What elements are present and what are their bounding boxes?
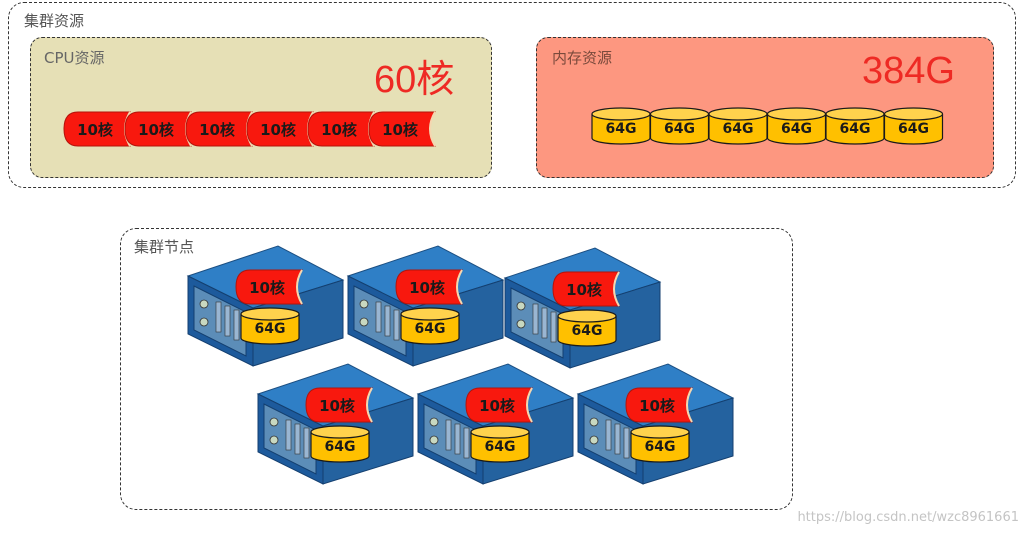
server-6-mem: 64G (630, 425, 690, 463)
server-node-2: 10核 64G (346, 245, 505, 367)
cluster-resources-title: 集群资源 (24, 12, 85, 30)
cpu-chip-1-label: 10核 (77, 121, 113, 139)
memory-disk-4: 64G (766, 107, 827, 145)
server-3-cpu: 10核 (552, 271, 620, 307)
server-1-mem-label: 64G (255, 321, 286, 337)
server-5-cpu: 10核 (465, 387, 533, 423)
memory-disk-2: 64G (649, 107, 710, 145)
server-4-mem: 64G (310, 425, 370, 463)
server-6-mem-label: 64G (645, 439, 676, 455)
memory-disk-1: 64G (591, 107, 651, 145)
server-node-1: 10核 64G (186, 245, 345, 367)
memory-disks: 64G 64G 64G 64G 64G 64G (591, 107, 944, 145)
cpu-chip-4-label: 10核 (260, 121, 296, 139)
server-2-mem: 64G (400, 307, 460, 345)
server-5-cpu-label: 10核 (479, 397, 515, 415)
cpu-chip-2: 10核 (124, 111, 192, 147)
cpu-chip-2-label: 10核 (138, 121, 174, 139)
server-4-cpu-label: 10核 (319, 397, 355, 415)
server-2-cpu-label: 10核 (409, 279, 445, 297)
cpu-chips: 10核 10核 10核 10核 10核 10核 (63, 111, 436, 147)
server-3-mem-label: 64G (572, 323, 603, 339)
server-node-6: 10核 64G (576, 363, 735, 485)
memory-disk-5-label: 64G (840, 121, 871, 137)
server-1-cpu: 10核 (235, 269, 303, 305)
server-3-mem: 64G (557, 309, 617, 347)
memory-total: 384G (862, 50, 955, 92)
cpu-chip-4: 10核 (246, 111, 314, 147)
memory-disk-6: 64G (883, 107, 944, 145)
cpu-total: 60核 (374, 59, 455, 101)
server-node-3: 10核 64G (503, 247, 662, 369)
cpu-panel (30, 37, 492, 178)
server-3-cpu-label: 10核 (566, 281, 602, 299)
server-6-cpu-label: 10核 (639, 397, 675, 415)
server-1-cpu-label: 10核 (249, 279, 285, 297)
server-node-5: 10核 64G (416, 363, 575, 485)
server-2-mem-label: 64G (415, 321, 446, 337)
memory-disk-6-label: 64G (898, 121, 929, 137)
cpu-chip-6-label: 10核 (382, 121, 418, 139)
server-4-mem-label: 64G (325, 439, 356, 455)
memory-disk-4-label: 64G (781, 121, 812, 137)
server-4-cpu: 10核 (305, 387, 373, 423)
memory-disk-1-label: 64G (606, 121, 637, 137)
server-1-mem: 64G (240, 307, 300, 345)
memory-disk-2-label: 64G (664, 121, 695, 137)
server-2-cpu: 10核 (395, 269, 463, 305)
memory-disk-5: 64G (825, 107, 885, 145)
memory-disk-3: 64G (708, 107, 768, 145)
cluster-nodes-box (120, 228, 793, 510)
server-6-cpu: 10核 (625, 387, 693, 423)
cpu-panel-title: CPU资源 (44, 49, 105, 67)
cpu-chip-6: 10核 (368, 111, 436, 147)
memory-panel-title: 内存资源 (552, 49, 613, 67)
server-5-mem-label: 64G (485, 439, 516, 455)
memory-disk-3-label: 64G (723, 121, 754, 137)
watermark: https://blog.csdn.net/wzc8961661 (797, 510, 1019, 525)
server-node-4: 10核 64G (256, 363, 415, 485)
cpu-chip-3-label: 10核 (199, 121, 235, 139)
cpu-chip-5-label: 10核 (321, 121, 357, 139)
cluster-resources-box (8, 2, 1016, 188)
server-5-mem: 64G (470, 425, 530, 463)
cluster-nodes-title: 集群节点 (134, 238, 195, 256)
